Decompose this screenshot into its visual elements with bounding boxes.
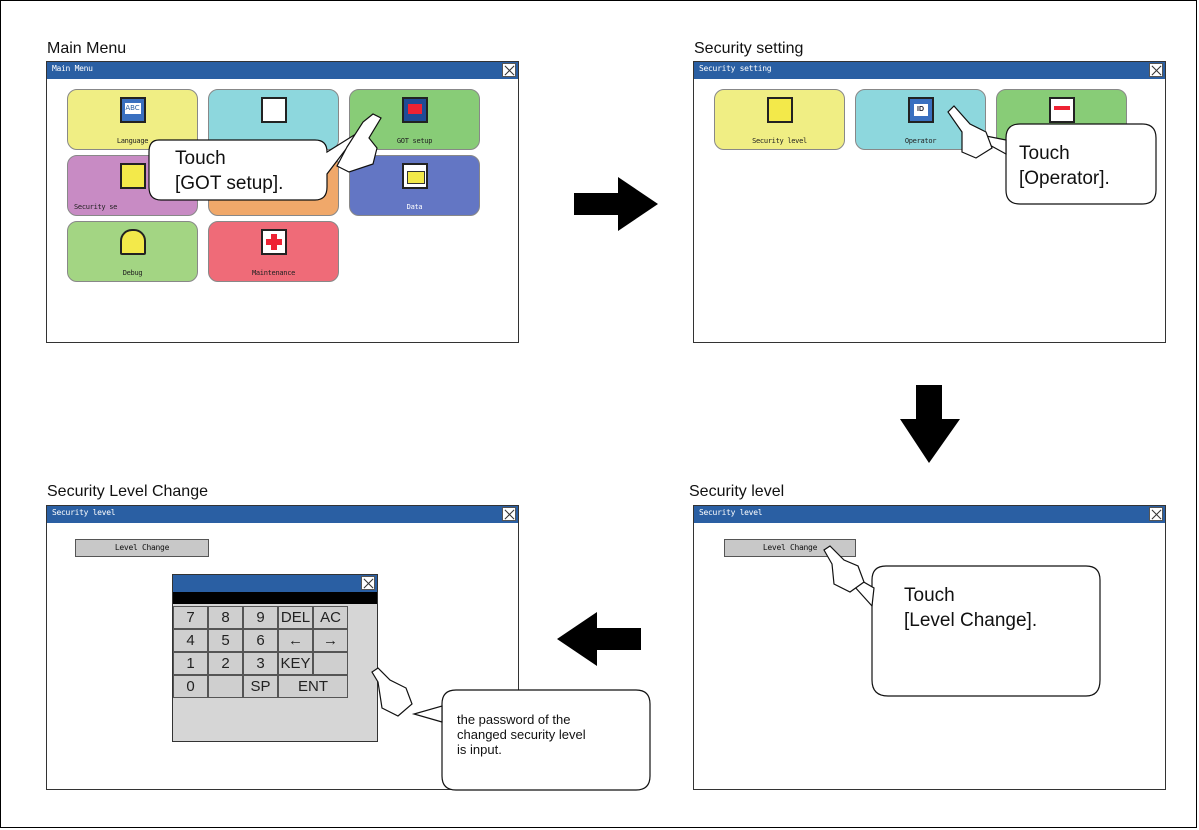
tile-label: Operator <box>904 137 937 145</box>
security-level-screen: Security level Level Change Touch [Level… <box>693 505 1166 790</box>
level-change-button[interactable]: Level Change <box>724 539 856 557</box>
security-level-titlebar: Security level <box>694 506 1165 523</box>
callout-line: [Operator]. <box>1019 168 1110 189</box>
wrench-icon <box>260 97 287 123</box>
security-setting-title: Security setting <box>699 64 772 73</box>
tile-label: Language <box>116 137 149 145</box>
helmet-icon <box>119 229 146 255</box>
caption-security-level-change: Security Level Change <box>47 483 208 500</box>
key-icon <box>766 97 793 123</box>
password-callout <box>371 667 651 791</box>
security-setting-screen: Security setting Security level ID Opera… <box>693 61 1166 343</box>
key-left-arrow[interactable]: ← <box>278 629 313 652</box>
security-level-tile[interactable]: Security level <box>714 89 845 150</box>
tile-label: GOT setup <box>396 137 433 145</box>
key-ent[interactable]: ENT <box>278 675 348 698</box>
id-card-icon: ID <box>907 97 934 123</box>
key-7[interactable]: 7 <box>173 606 208 629</box>
got-setup-callout <box>148 113 382 201</box>
tile-label: Data <box>406 203 423 211</box>
close-icon[interactable] <box>361 576 375 590</box>
security-level-change-title: Security level <box>52 508 116 517</box>
hand-pointer-icon <box>947 105 993 159</box>
key-4[interactable]: 4 <box>173 629 208 652</box>
key-blank[interactable] <box>313 652 348 675</box>
key-6[interactable]: 6 <box>243 629 278 652</box>
key-del[interactable]: DEL <box>278 606 313 629</box>
key-9[interactable]: 9 <box>243 606 278 629</box>
hand-pointer-icon <box>371 667 413 717</box>
tile-label: Maintenance <box>251 269 296 277</box>
main-menu-title: Main Menu <box>52 64 93 73</box>
hand-pointer-icon <box>823 545 865 593</box>
got-setup-icon-detail <box>407 104 422 114</box>
key-2[interactable]: 2 <box>208 652 243 675</box>
caption-security-level: Security level <box>689 483 785 500</box>
key-ac[interactable]: AC <box>313 606 348 629</box>
arrow-down-icon <box>900 385 960 463</box>
callout-line: [GOT setup]. <box>175 173 284 194</box>
security-setting-titlebar: Security setting <box>694 62 1165 79</box>
id-icon-text: ID <box>913 104 928 116</box>
key-right-arrow[interactable]: → <box>313 629 348 652</box>
callout-line: [Level Change]. <box>904 610 1038 631</box>
main-menu-screen: Main Menu ABC Language GOT setup Securit… <box>46 61 519 343</box>
abc-screen-icon: ABC <box>124 103 141 114</box>
keypad-titlebar <box>173 575 377 592</box>
key-sp[interactable]: SP <box>243 675 278 698</box>
level-change-callout <box>823 545 1101 697</box>
tile-label: Security se <box>74 203 118 211</box>
folder-icon-shape <box>406 171 425 184</box>
password-keypad: 7 8 9 DEL AC 4 5 6 ← → 1 2 3 KEY 0 SP EN… <box>172 574 378 742</box>
maintenance-icon <box>260 229 287 255</box>
operator-callout <box>947 105 1157 205</box>
arrow-left-icon <box>557 612 641 666</box>
key-3[interactable]: 3 <box>243 652 278 675</box>
caption-security-setting: Security setting <box>694 40 804 57</box>
maintenance-icon-cross-h <box>265 239 282 245</box>
arrow-right-icon <box>574 177 658 231</box>
folder-icon <box>401 163 428 189</box>
level-change-callout-text: Touch [Level Change]. <box>904 583 1037 633</box>
level-change-button[interactable]: Level Change <box>75 539 209 557</box>
key-blank[interactable] <box>208 675 243 698</box>
callout-line: changed security level <box>457 727 586 742</box>
maintenance-tile[interactable]: Maintenance <box>208 221 339 282</box>
key-key[interactable]: KEY <box>278 652 313 675</box>
close-icon[interactable] <box>1149 63 1163 77</box>
security-level-change-titlebar: Security level <box>47 506 518 523</box>
callout-line: Touch <box>1019 143 1070 164</box>
close-icon[interactable] <box>502 507 516 521</box>
close-icon[interactable] <box>1149 507 1163 521</box>
callout-line: is input. <box>457 742 502 757</box>
key-1[interactable]: 1 <box>173 652 208 675</box>
key-8[interactable]: 8 <box>208 606 243 629</box>
key-5[interactable]: 5 <box>208 629 243 652</box>
main-menu-titlebar: Main Menu <box>47 62 518 79</box>
callout-line: the password of the <box>457 712 571 727</box>
language-icon: ABC <box>119 97 146 123</box>
tile-label: Security level <box>752 137 807 145</box>
got-setup-icon <box>401 97 428 123</box>
security-level-title: Security level <box>699 508 763 517</box>
caption-main-menu: Main Menu <box>47 40 127 57</box>
close-icon[interactable] <box>502 63 516 77</box>
key-icon <box>119 163 146 189</box>
password-callout-text: the password of the changed security lev… <box>457 712 586 757</box>
exit-icon <box>1048 97 1075 123</box>
debug-tile[interactable]: Debug <box>67 221 198 282</box>
password-input[interactable] <box>173 592 377 604</box>
operator-callout-text: Touch [Operator]. <box>1019 141 1110 191</box>
hand-pointer-icon <box>336 113 382 173</box>
callout-line: Touch <box>904 585 955 606</box>
got-setup-callout-text: Touch [GOT setup]. <box>175 146 283 196</box>
key-0[interactable]: 0 <box>173 675 208 698</box>
callout-line: Touch <box>175 148 226 169</box>
tile-label: Debug <box>122 269 143 277</box>
exit-arrow-icon <box>1053 106 1070 110</box>
